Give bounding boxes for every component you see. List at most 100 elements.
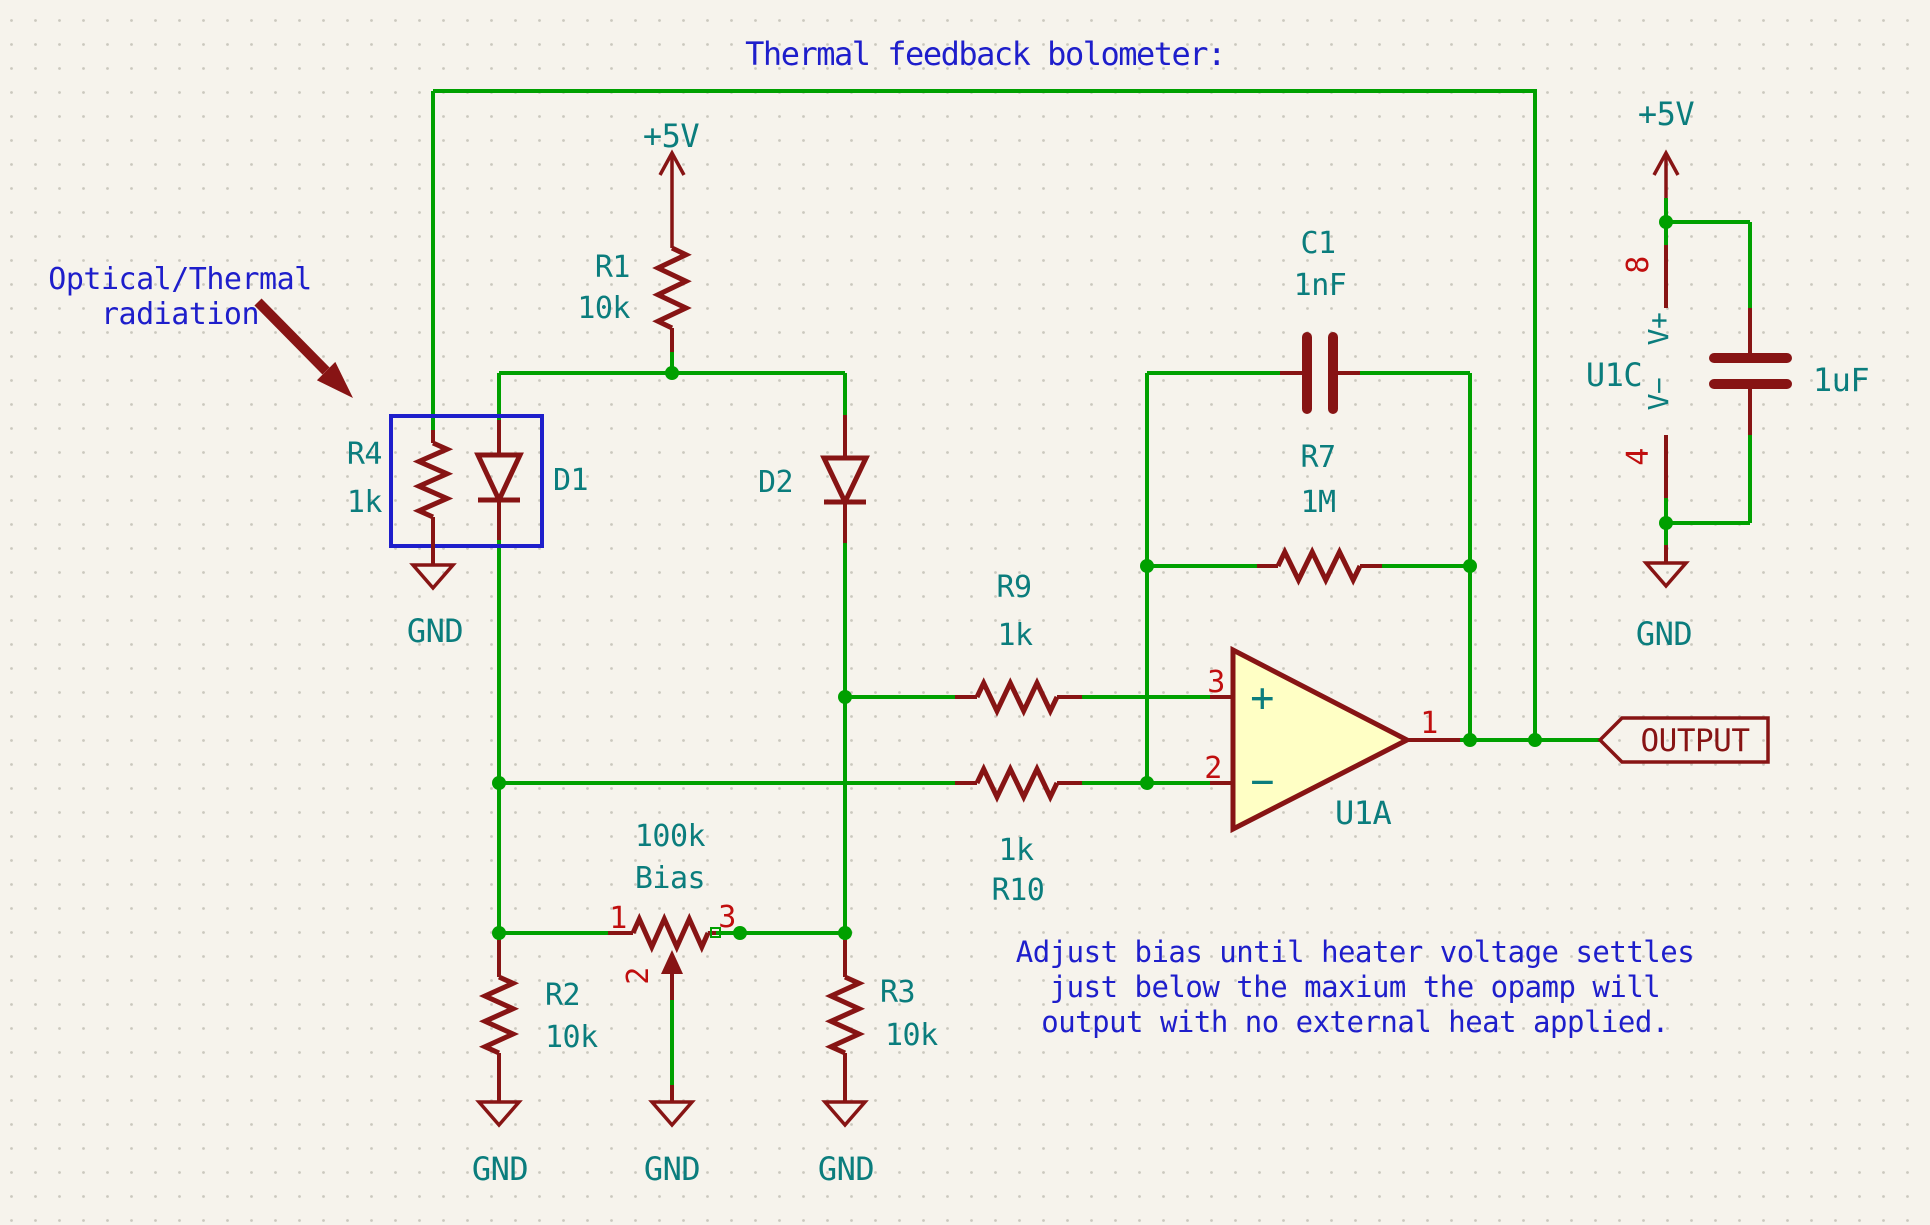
gnd-label[interactable]: GND xyxy=(472,1150,529,1188)
resistor-R2[interactable]: R2 10k xyxy=(478,940,599,1102)
resistor-R7[interactable]: R7 1M xyxy=(1257,440,1382,586)
resistor-value[interactable]: 1k xyxy=(997,618,1033,653)
gnd-triangle xyxy=(1642,561,1690,589)
gnd-triangle xyxy=(648,1100,696,1128)
gnd-symbol-bias[interactable]: GND xyxy=(644,1085,701,1188)
resistor-ref[interactable]: R7 xyxy=(1300,440,1336,475)
opamp-ref[interactable]: U1C xyxy=(1586,356,1643,394)
resistor-R1[interactable]: R1 10k xyxy=(577,245,692,352)
junction-dot xyxy=(665,366,679,380)
opamp-pin-number-vplus: 8 xyxy=(1621,256,1656,274)
bias-note-line2[interactable]: just below the maxium the opamp will xyxy=(1050,970,1661,1004)
bias-note-line3[interactable]: output with no external heat applied. xyxy=(1041,1005,1669,1039)
power-flag-5v-r1[interactable]: +5V xyxy=(643,117,700,248)
diode-triangle xyxy=(820,455,870,508)
junction-dot xyxy=(838,690,852,704)
junction-dot xyxy=(1140,776,1154,790)
power-label-5v[interactable]: +5V xyxy=(1638,95,1695,133)
opamp-vminus-label: V− xyxy=(1642,378,1675,411)
gnd-symbol-u1c[interactable]: GND xyxy=(1636,545,1693,653)
diode-ref[interactable]: D1 xyxy=(553,463,589,498)
diode-ref[interactable]: D2 xyxy=(758,465,794,500)
resistor-body xyxy=(652,245,692,331)
radiation-arrow[interactable] xyxy=(254,298,353,398)
output-flag-outline xyxy=(1597,716,1770,764)
resistor-value[interactable]: 10k xyxy=(885,1018,939,1053)
resistor-value[interactable]: 10k xyxy=(577,291,631,326)
gnd-label[interactable]: GND xyxy=(644,1150,701,1188)
capacitor-value[interactable]: 1uF xyxy=(1813,361,1870,399)
pot-pin-endpoint-square xyxy=(710,927,721,938)
opamp-minus-sign: − xyxy=(1250,759,1274,805)
pot-body xyxy=(630,912,711,954)
resistor-R3[interactable]: R3 10k xyxy=(824,940,939,1102)
junction-dot xyxy=(838,926,852,940)
output-flag[interactable]: OUTPUT xyxy=(1597,716,1770,764)
pot-pin-number-3: 3 xyxy=(718,900,736,935)
resistor-ref[interactable]: R9 xyxy=(996,570,1032,605)
opamp-pin-number-inn: 2 xyxy=(1204,751,1222,786)
opamp-ref[interactable]: U1A xyxy=(1335,794,1392,832)
resistor-body xyxy=(824,974,866,1056)
opamp-U1C-power-unit[interactable]: 8 4 V+ V− U1C xyxy=(1586,245,1675,498)
resistor-value[interactable]: 1k xyxy=(347,485,383,520)
resistor-R10[interactable]: 1k R10 xyxy=(955,763,1082,908)
resistor-ref[interactable]: R1 xyxy=(595,250,631,285)
gnd-triangle xyxy=(475,1100,523,1128)
bias-note-line1[interactable]: Adjust bias until heater voltage settles xyxy=(1016,935,1695,969)
power-arrow-head xyxy=(658,149,686,176)
resistor-R9[interactable]: R9 1k xyxy=(955,570,1082,717)
opamp-plus-sign: + xyxy=(1250,675,1274,721)
diode-D2[interactable]: D2 xyxy=(758,415,870,543)
pot-wiper-arrow xyxy=(661,950,683,974)
pot-value[interactable]: 100k xyxy=(635,819,706,854)
diode-D1[interactable]: D1 xyxy=(474,420,589,540)
resistor-body xyxy=(412,440,454,520)
gnd-symbol-r2[interactable]: GND xyxy=(472,1100,529,1188)
power-flag-5v-u1c[interactable]: +5V xyxy=(1638,95,1695,198)
gnd-label[interactable]: GND xyxy=(407,612,464,650)
gnd-symbol-r4[interactable]: GND xyxy=(407,563,464,650)
resistor-value[interactable]: 10k xyxy=(545,1020,599,1055)
thermal-coupling-box[interactable] xyxy=(389,414,544,548)
junction-dot xyxy=(1140,559,1154,573)
potentiometer-bias[interactable]: 100k Bias 1 3 2 xyxy=(608,819,736,1000)
resistor-R4[interactable]: R4 1k xyxy=(347,430,454,565)
resistor-ref[interactable]: R10 xyxy=(992,873,1045,908)
resistor-ref[interactable]: R4 xyxy=(347,437,383,472)
gnd-symbol-r3[interactable]: GND xyxy=(818,1100,875,1188)
pot-pin-number-1: 1 xyxy=(609,901,627,936)
gnd-triangle xyxy=(821,1100,869,1128)
resistor-body xyxy=(974,677,1060,717)
radiation-label-line1[interactable]: Optical/Thermal xyxy=(48,262,312,297)
capacitor-ref[interactable]: C1 xyxy=(1300,226,1336,261)
radiation-label-line2[interactable]: radiation xyxy=(101,297,260,332)
power-label-5v[interactable]: +5V xyxy=(643,117,700,155)
wire[interactable] xyxy=(433,89,1537,740)
capacitor-C1[interactable]: C1 1nF xyxy=(1280,226,1360,414)
junction-dot xyxy=(733,926,747,940)
capacitor-1uF[interactable]: 1uF xyxy=(1709,308,1870,435)
pot-ref[interactable]: Bias xyxy=(635,861,706,896)
opamp-pin-number-inp: 3 xyxy=(1207,665,1225,700)
opamp-body xyxy=(1230,645,1413,834)
junctions xyxy=(492,215,1673,940)
resistor-value[interactable]: 1M xyxy=(1300,485,1336,520)
radiation-annotation: Optical/Thermal radiation xyxy=(48,262,353,398)
resistor-ref[interactable]: R3 xyxy=(880,975,916,1010)
capacitor-value[interactable]: 1nF xyxy=(1294,268,1347,303)
output-flag-label[interactable]: OUTPUT xyxy=(1641,723,1750,759)
resistor-value[interactable]: 1k xyxy=(998,833,1034,868)
resistor-ref[interactable]: R2 xyxy=(545,978,581,1013)
resistor-body xyxy=(974,763,1060,803)
gnd-label[interactable]: GND xyxy=(818,1150,875,1188)
opamp-pin-number-vminus: 4 xyxy=(1621,448,1656,466)
gnd-label[interactable]: GND xyxy=(1636,615,1693,653)
radiation-arrow-head xyxy=(316,361,353,398)
sheet-title[interactable]: Thermal feedback bolometer: xyxy=(745,35,1226,73)
opamp-U1A[interactable]: 3 2 1 + − U1A xyxy=(1204,645,1460,834)
radiation-arrow-shaft xyxy=(254,298,330,375)
